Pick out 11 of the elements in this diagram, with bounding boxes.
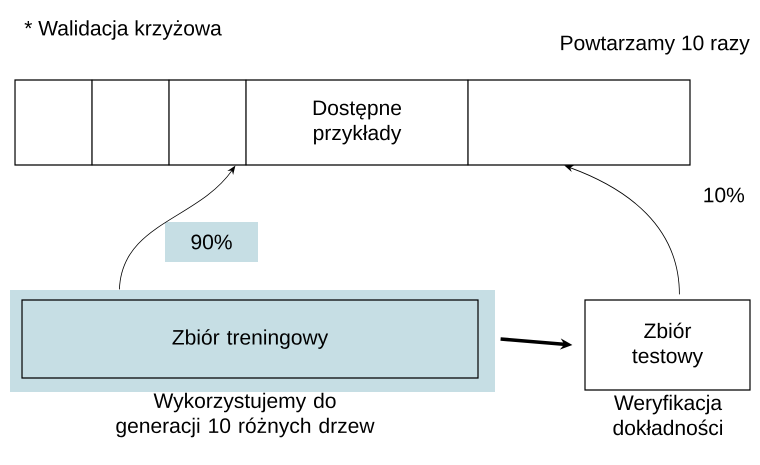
test-set-box: Zbiór testowy — [584, 299, 751, 391]
note-label: 10% — [704, 188, 744, 202]
node-label: Wykorzystujemy do generacji 10 różnych drzew — [116, 392, 375, 438]
percent-box: 90% — [165, 222, 258, 262]
node-label: Weryfikacja dokładności — [613, 394, 722, 436]
training-set-box: Zbiór treningowy — [10, 290, 495, 392]
empty-cell — [91, 79, 170, 166]
note-label: Powtarzamy 10 razy — [561, 35, 750, 54]
title: * Walidacja krzyżowa — [24, 20, 222, 40]
empty-cell — [168, 79, 247, 166]
empty-cell — [14, 79, 93, 166]
